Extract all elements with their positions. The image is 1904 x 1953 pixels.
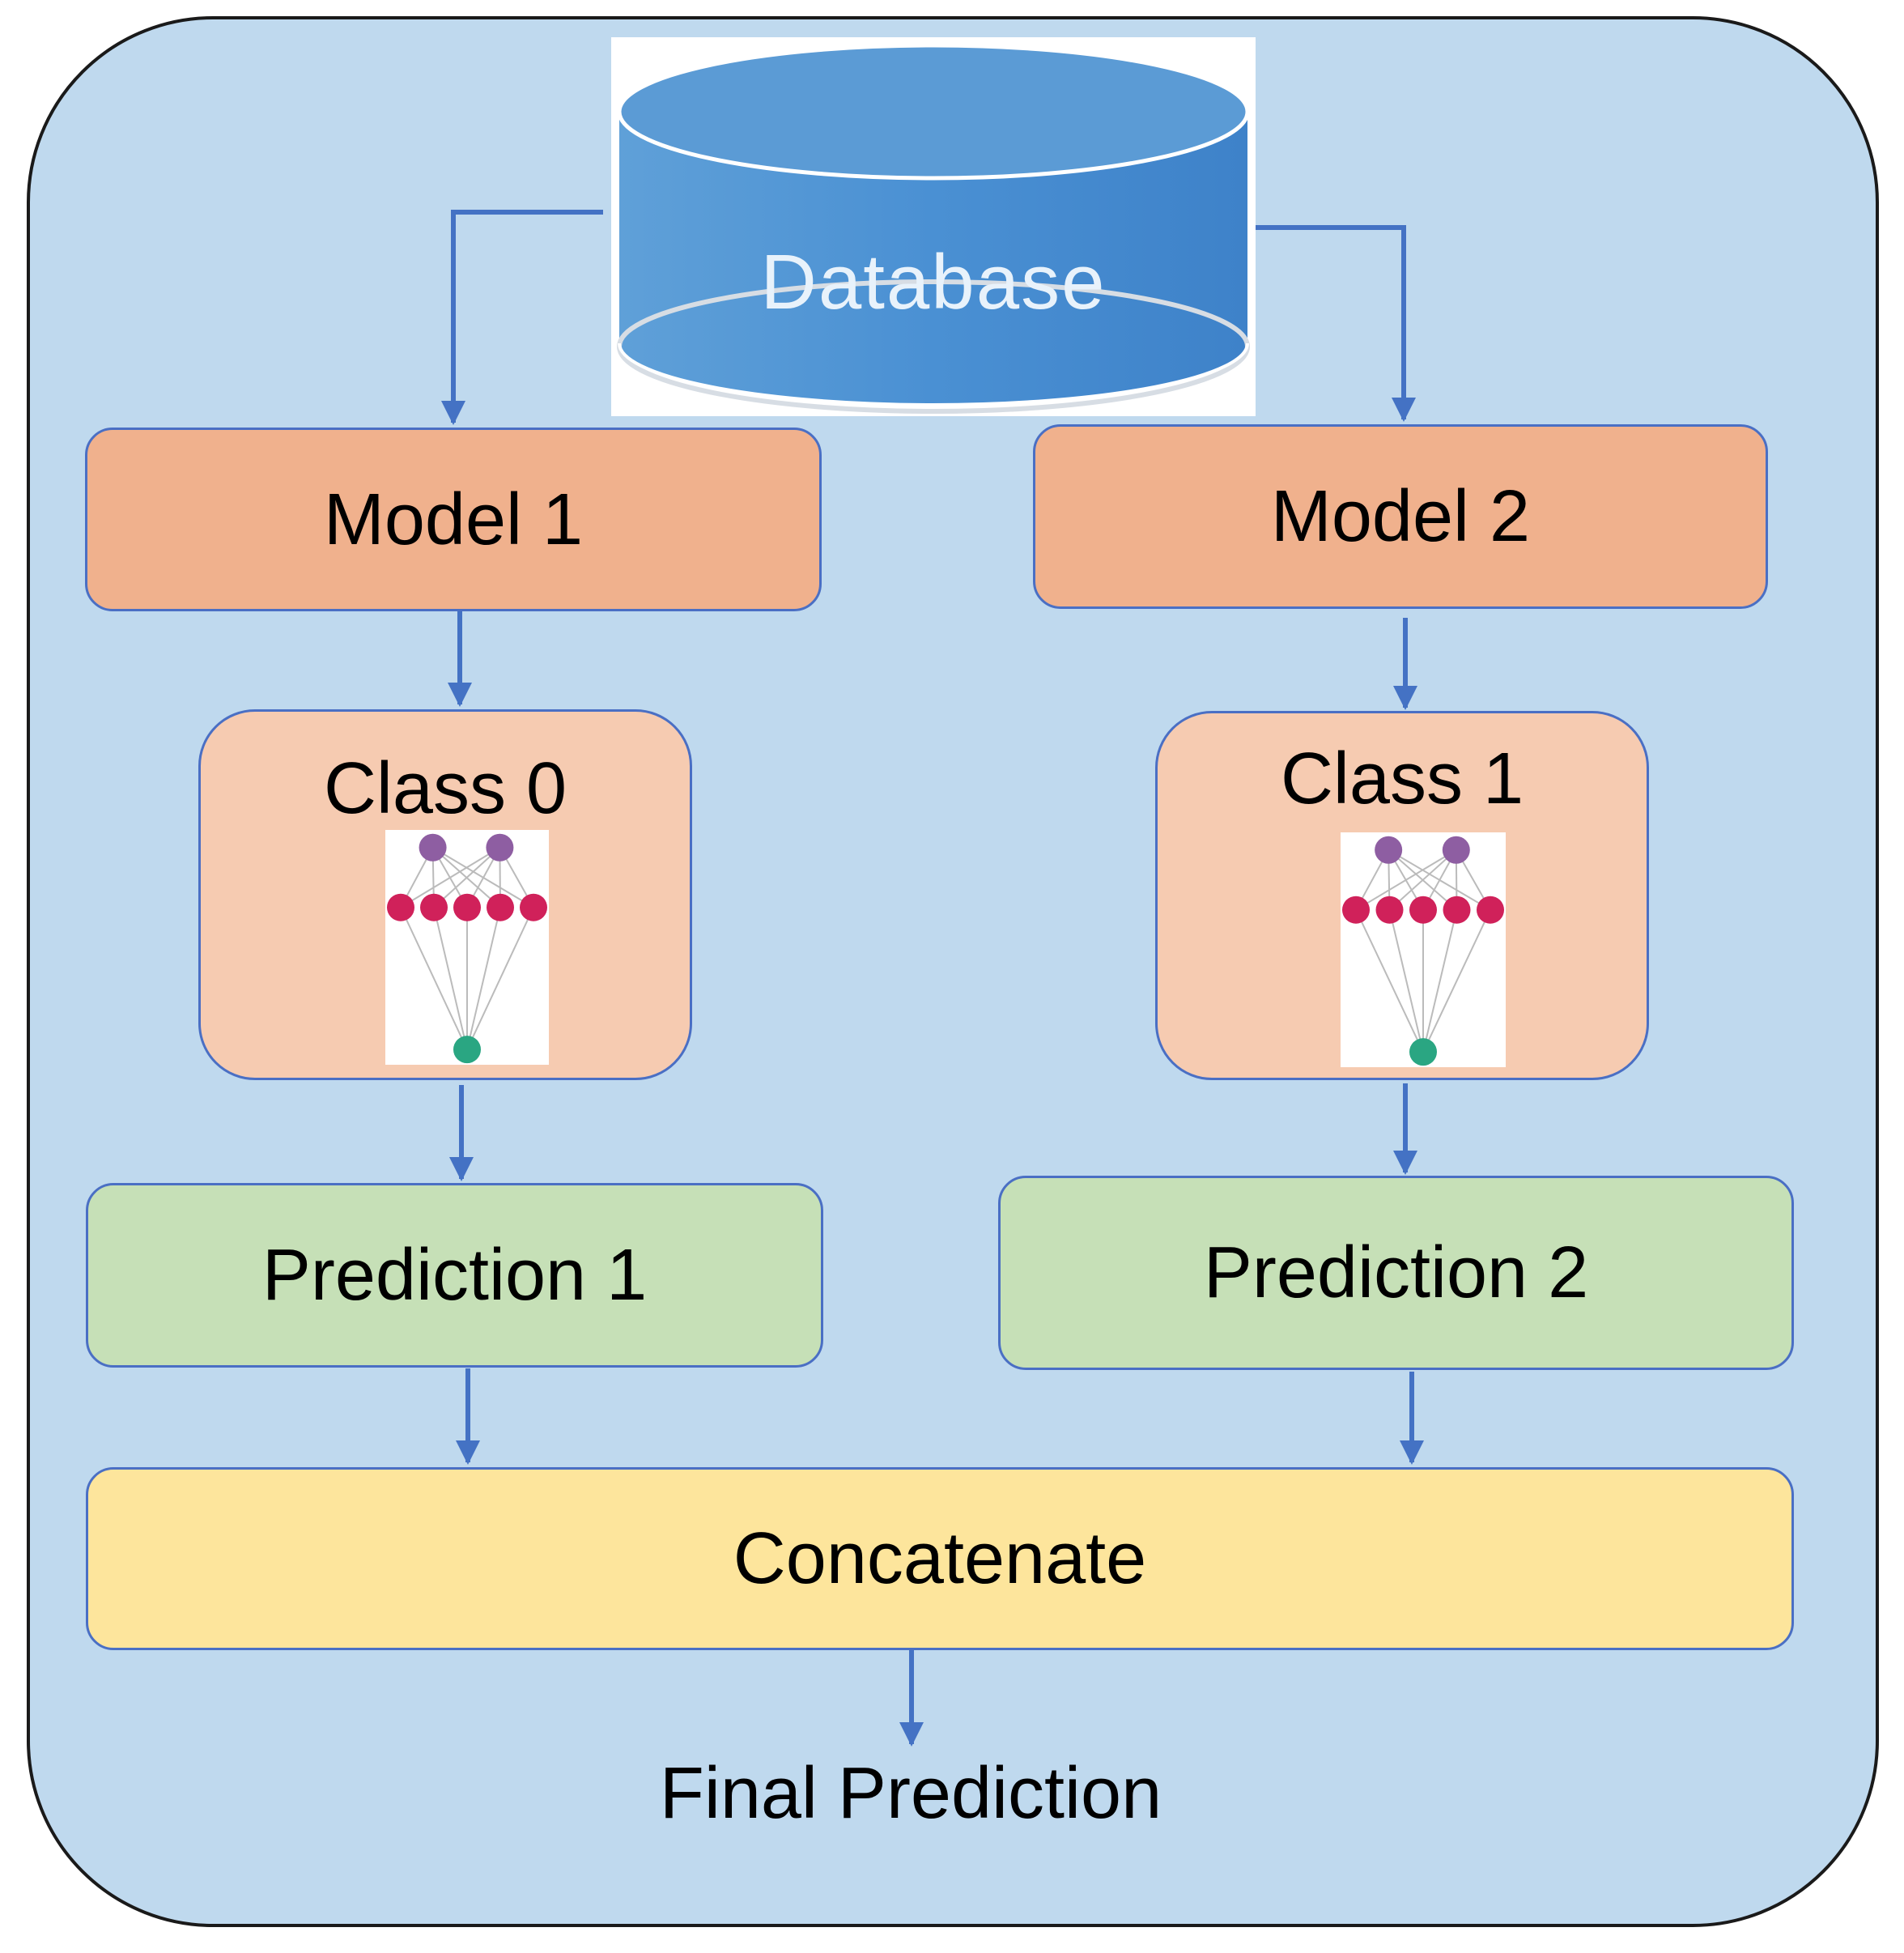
nn-hidden-node bbox=[1443, 896, 1471, 924]
nn-edge bbox=[1355, 849, 1457, 911]
nn-hidden-node bbox=[387, 893, 414, 921]
prediction-1-box: Prediction 1 bbox=[86, 1183, 823, 1368]
concatenate-label: Concatenate bbox=[733, 1518, 1147, 1599]
class-1-label: Class 1 bbox=[1280, 738, 1524, 819]
nn-edge bbox=[466, 907, 501, 1050]
model-2-label: Model 2 bbox=[1270, 476, 1531, 557]
nn-edge bbox=[400, 846, 500, 908]
neural-network-graphic bbox=[1342, 836, 1504, 1066]
class-0-label: Class 0 bbox=[323, 748, 567, 829]
nn-hidden-node bbox=[1342, 896, 1370, 924]
nn-hidden-node bbox=[453, 893, 481, 921]
prediction-2-label: Prediction 2 bbox=[1203, 1232, 1589, 1313]
nn-output-node bbox=[1409, 1038, 1437, 1066]
final-prediction-label: Final Prediction bbox=[659, 1753, 1162, 1834]
nn-input-node bbox=[419, 833, 447, 862]
arrow-db-to-model2 bbox=[1256, 225, 1416, 422]
nn-edge bbox=[433, 907, 468, 1050]
nn-hidden-node bbox=[487, 893, 514, 921]
nn-hidden-node bbox=[1409, 896, 1437, 924]
nn-edge bbox=[433, 847, 501, 908]
nn-edge bbox=[1355, 909, 1424, 1053]
neural-network-icon bbox=[385, 830, 549, 1065]
prediction-1-label: Prediction 1 bbox=[261, 1235, 648, 1316]
arrow-db-to-model1 bbox=[441, 210, 603, 425]
nn-input-node bbox=[486, 833, 514, 862]
concatenate-box: Concatenate bbox=[86, 1467, 1794, 1650]
nn-edge bbox=[400, 907, 468, 1050]
nn-edge bbox=[1388, 849, 1457, 911]
nn-input-node bbox=[1375, 836, 1403, 864]
model-2-box: Model 2 bbox=[1033, 424, 1768, 609]
nn-edge bbox=[1388, 909, 1424, 1053]
nn-edge bbox=[1422, 909, 1491, 1053]
nn-hidden-node bbox=[1375, 896, 1404, 924]
database: Database bbox=[611, 37, 1256, 416]
nn-output-node bbox=[453, 1036, 481, 1064]
nn-hidden-node bbox=[520, 893, 547, 921]
nn-hidden-node bbox=[1477, 896, 1504, 924]
nn-input-node bbox=[1442, 836, 1470, 864]
neural-network-icon bbox=[1341, 832, 1506, 1067]
neural-network-graphic bbox=[387, 833, 547, 1064]
database-cylinder-icon bbox=[617, 43, 1250, 414]
nn-hidden-node bbox=[420, 893, 448, 921]
model-1-box: Model 1 bbox=[85, 428, 822, 611]
nn-edge bbox=[466, 907, 534, 1050]
prediction-2-box: Prediction 2 bbox=[998, 1176, 1794, 1370]
nn-edge bbox=[1422, 909, 1458, 1053]
model-1-label: Model 1 bbox=[323, 479, 584, 560]
database-label: Database bbox=[760, 239, 1107, 326]
